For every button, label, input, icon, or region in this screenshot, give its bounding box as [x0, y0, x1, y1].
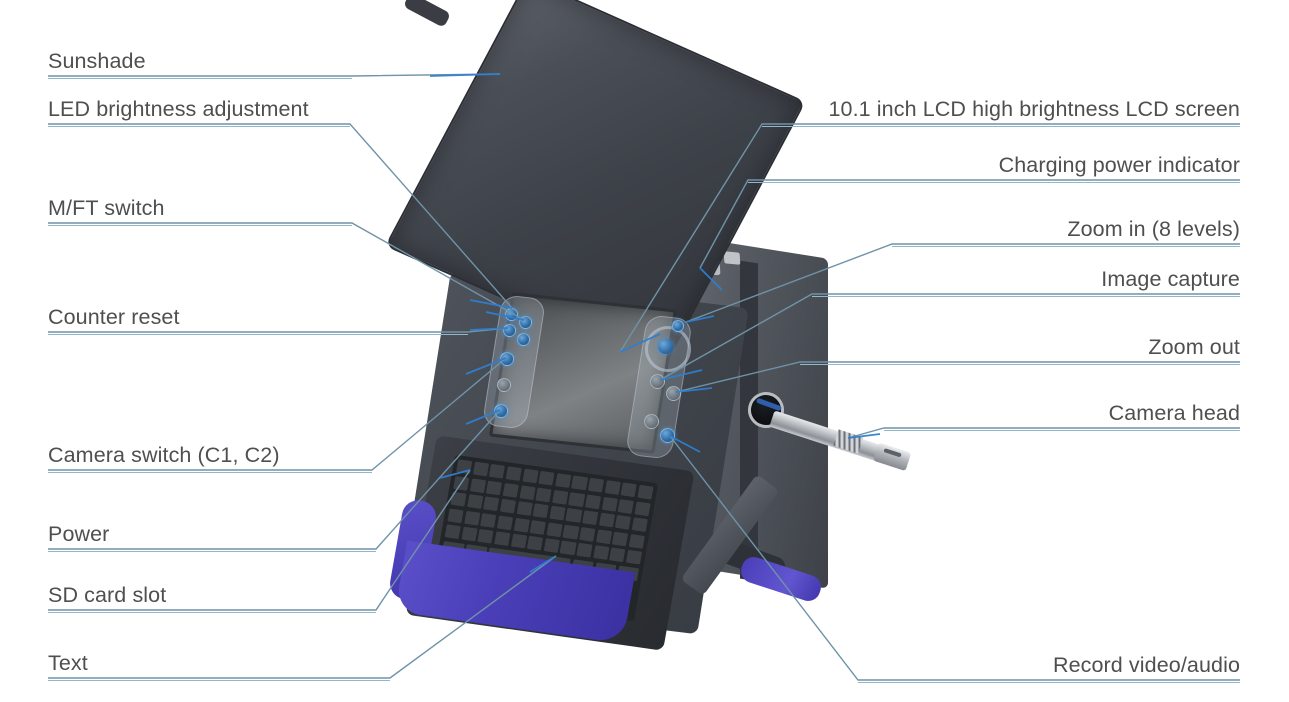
pointer-power — [465, 409, 501, 425]
pointer-sunshade — [429, 73, 501, 77]
button-zoom-out — [666, 386, 681, 401]
pointer-camera-switch — [465, 357, 507, 375]
leader-zoom-out — [675, 361, 1240, 393]
pointer-text — [529, 555, 557, 573]
left-button-panel — [481, 294, 547, 430]
camera-head-tip — [873, 442, 912, 472]
lcd-screen — [488, 292, 678, 454]
kickstand-foot — [737, 553, 825, 605]
dpad-center-button — [658, 339, 673, 354]
pointer-zoom-in — [685, 315, 715, 323]
button-aux-2 — [497, 378, 511, 392]
label-image-capture: Image capture — [812, 266, 1240, 297]
device-body-edge — [740, 260, 758, 582]
pointer-zoom-out — [675, 387, 713, 393]
pointer-mft-switch — [485, 311, 525, 321]
pointer-image-capture — [659, 369, 703, 381]
label-sd-card-slot: SD card slot — [48, 582, 376, 613]
bumper-left — [387, 497, 439, 603]
leader-record-video-audio — [669, 435, 1240, 681]
label-record-video-audio: Record video/audio — [858, 652, 1240, 683]
camera-head-spring — [833, 429, 864, 454]
keyboard — [430, 454, 659, 622]
camera-cable — [755, 397, 783, 412]
label-led-brightness: LED brightness adjustment — [48, 96, 350, 127]
button-image-capture — [650, 374, 665, 389]
label-camera-head: Camera head — [884, 400, 1240, 431]
button-camera-switch — [500, 352, 514, 366]
button-mft-switch — [519, 316, 532, 329]
button-counter-reset — [503, 324, 516, 337]
button-power — [494, 404, 508, 418]
body-highlight-small — [723, 251, 741, 265]
label-text: Text — [48, 650, 390, 681]
label-lcd-screen: 10.1 inch LCD high brightness LCD screen — [762, 96, 1240, 127]
button-led-brightness — [505, 308, 518, 321]
camera-port — [744, 388, 788, 432]
device-body-right-panel — [668, 233, 828, 589]
button-menu — [644, 414, 659, 429]
button-aux-1 — [517, 333, 530, 346]
kickstand-shadow — [714, 536, 788, 584]
pointer-counter-reset — [469, 327, 509, 331]
button-record-video-audio — [660, 428, 675, 443]
pointer-camera-head — [847, 433, 881, 439]
dpad-ring — [641, 322, 695, 376]
body-highlight — [689, 256, 721, 276]
label-zoom-in: Zoom in (8 levels) — [892, 216, 1240, 247]
right-button-panel — [624, 314, 694, 460]
pointer-record-video-audio — [669, 435, 701, 453]
label-counter-reset: Counter reset — [48, 304, 468, 335]
label-power: Power — [48, 521, 376, 552]
camera-head-shaft — [769, 410, 889, 464]
keyboard-tray — [405, 435, 695, 651]
label-zoom-out: Zoom out — [800, 334, 1240, 365]
label-mft-switch: M/FT switch — [48, 195, 352, 226]
kickstand-leg — [680, 474, 780, 596]
pointer-lcd-screen — [619, 333, 661, 353]
bumper-bottom — [394, 540, 636, 644]
camera-head-tip-slot — [883, 448, 902, 458]
sunshade-hinge — [402, 0, 452, 28]
label-sunshade: Sunshade — [48, 48, 352, 79]
label-camera-switch: Camera switch (C1, C2) — [48, 442, 372, 473]
pointer-led-brightness — [469, 299, 513, 309]
label-charging-power: Charging power indicator — [748, 152, 1240, 183]
pointer-sd-card-slot — [439, 469, 471, 479]
button-zoom-in — [672, 320, 684, 332]
pointer-charging-power — [699, 267, 723, 291]
